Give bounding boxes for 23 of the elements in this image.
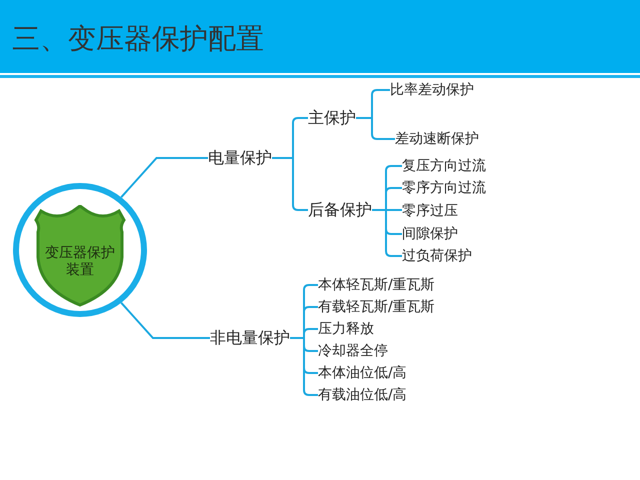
connector-line — [372, 209, 402, 257]
connector-line — [290, 337, 318, 396]
category-label: 主保护 — [308, 108, 356, 128]
protection-label: 压力释放 — [318, 320, 374, 338]
connector-line — [120, 157, 208, 198]
protection-label: 有载轻瓦斯/重瓦斯 — [318, 298, 435, 316]
title: 三、变压器保护配置 — [12, 22, 264, 56]
category-label: 电量保护 — [208, 148, 272, 168]
device-label: 变压器保护装置 — [44, 245, 116, 279]
protection-label: 冷却器全停 — [318, 342, 388, 360]
protection-label: 比率差动保护 — [390, 81, 474, 99]
connector-line — [120, 302, 210, 339]
protection-label: 本体油位低/高 — [318, 364, 407, 382]
protection-label: 有载油位低/高 — [318, 386, 407, 404]
protection-label: 零序方向过流 — [402, 179, 486, 197]
category-label: 非电量保护 — [210, 328, 290, 348]
protection-label: 复压方向过流 — [402, 157, 486, 175]
protection-label: 本体轻瓦斯/重瓦斯 — [318, 276, 435, 294]
protection-label: 差动速断保护 — [395, 130, 479, 148]
protection-label: 零序过压 — [402, 202, 458, 220]
protection-label: 间隙保护 — [402, 225, 458, 243]
protection-label: 过负荷保护 — [402, 247, 472, 265]
category-label: 后备保护 — [308, 200, 372, 220]
